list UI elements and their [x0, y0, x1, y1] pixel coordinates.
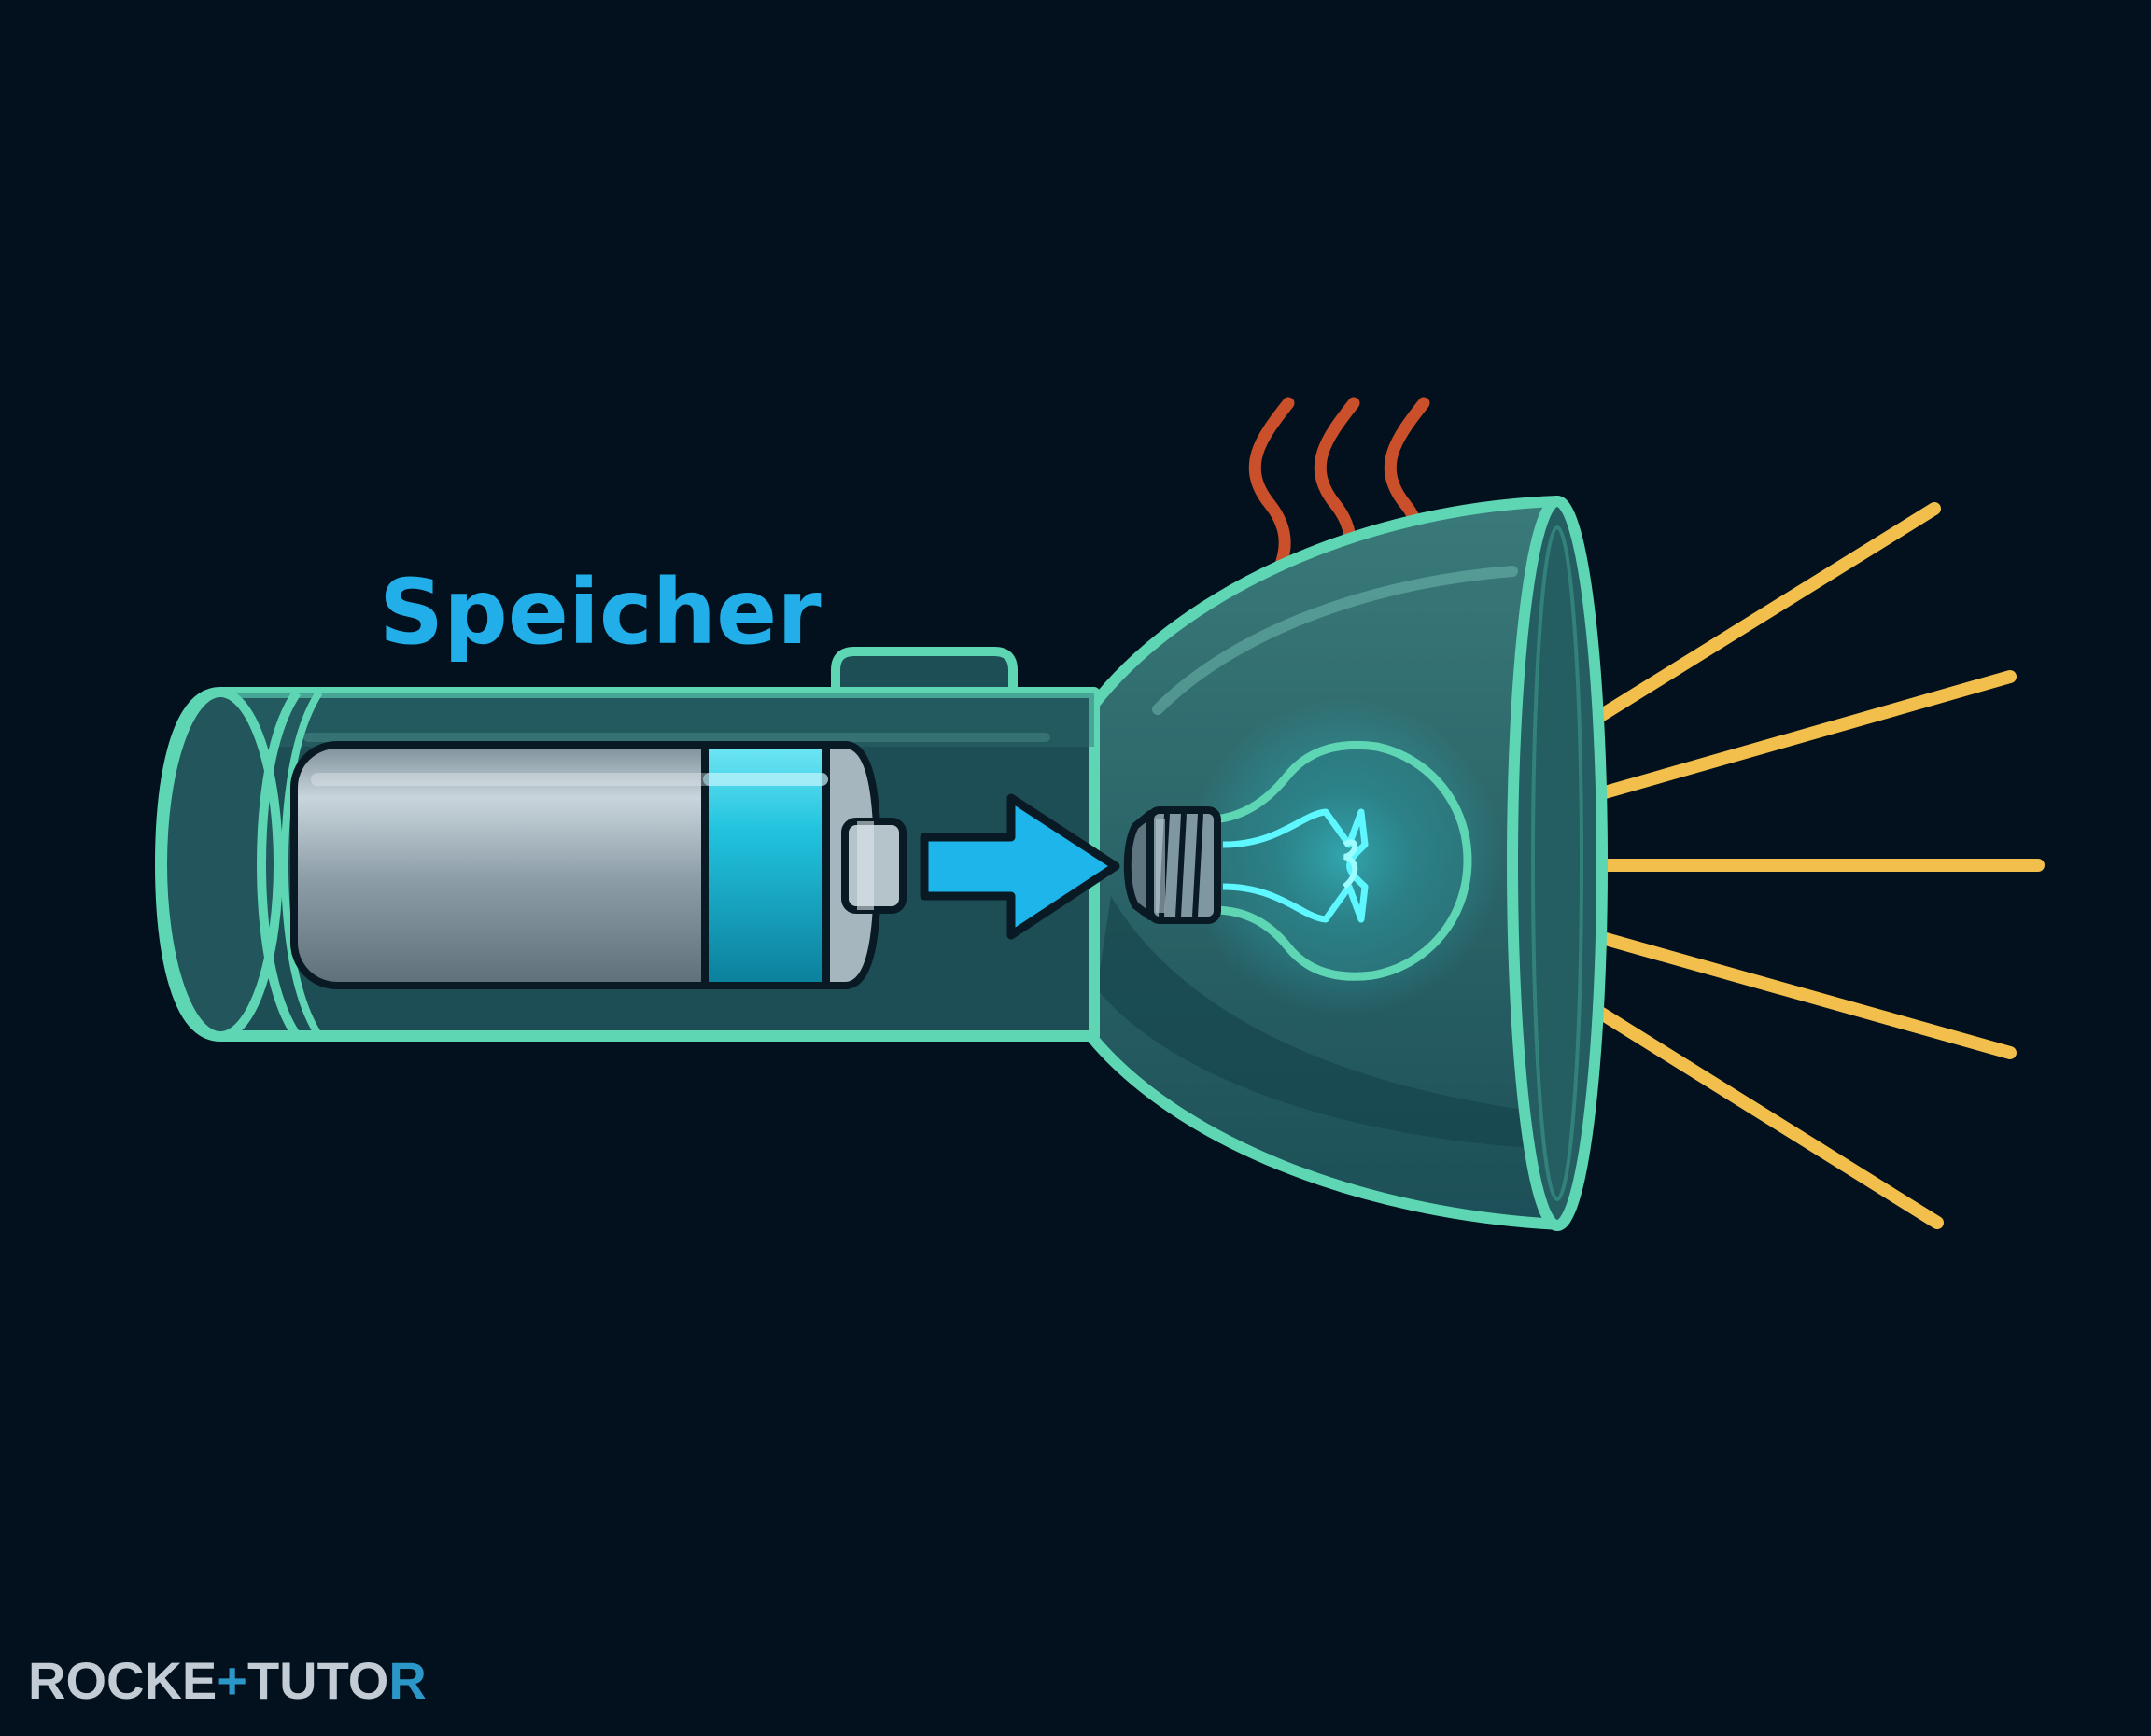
storage-label: Speicher: [379, 560, 822, 665]
light-bulb-icon: [1123, 740, 1472, 981]
light-ray-icon: [1529, 502, 2045, 1229]
switch-button: [831, 647, 1018, 700]
brand-logo: ROCKE+TUTOR: [28, 1651, 427, 1710]
lens-rim: [1507, 496, 1608, 1231]
tail-cap: [158, 688, 283, 1041]
battery-icon: [290, 741, 907, 989]
arrow-right-icon: [920, 793, 1120, 940]
